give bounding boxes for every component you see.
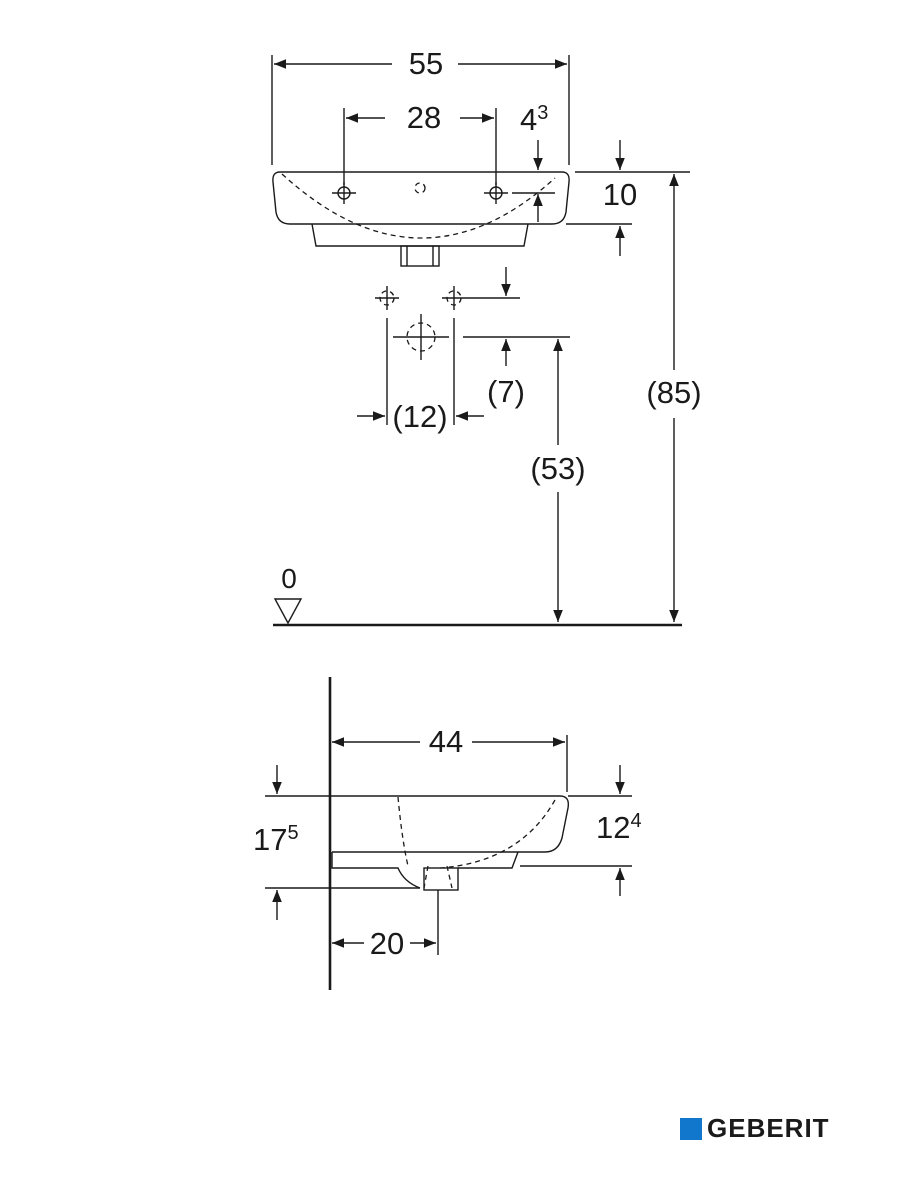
waste-point bbox=[393, 314, 449, 360]
dim-pipe-offset: (7) bbox=[487, 374, 525, 409]
brand-logo: GEBERIT bbox=[680, 1113, 830, 1144]
floor-level-label: 0 bbox=[281, 563, 297, 594]
supply-point-right bbox=[442, 286, 466, 310]
dim-install-height: (85) bbox=[646, 375, 701, 410]
dim-rim-height: 10 bbox=[603, 177, 637, 212]
basin-side-outline bbox=[330, 795, 570, 853]
brand-logo-text: GEBERIT bbox=[707, 1113, 830, 1143]
dim-side-height: 175 bbox=[253, 822, 299, 857]
side-view: 44 175 124 20 bbox=[253, 677, 642, 990]
connection-points: (12) (7) (53) bbox=[357, 267, 586, 622]
bowl-hidden-line bbox=[281, 173, 556, 239]
dim-depth: 44 bbox=[429, 724, 463, 759]
dim-overall-width: 55 bbox=[409, 46, 443, 81]
dim-drain-distance: 20 bbox=[370, 926, 404, 961]
brand-logo-square bbox=[680, 1117, 702, 1140]
drain-outlet bbox=[400, 245, 440, 267]
dim-bowl-height: 124 bbox=[596, 810, 642, 845]
front-view: 55 28 43 10 (85) bbox=[271, 46, 702, 622]
floor-level: 0 bbox=[273, 563, 682, 627]
dim-tap-hole-spacing: 28 bbox=[407, 100, 441, 135]
supply-point-left bbox=[375, 286, 399, 310]
dim-drain-height: (53) bbox=[530, 451, 585, 486]
basin-pedestal-outline bbox=[311, 223, 529, 247]
dim-pipe-spacing: (12) bbox=[392, 399, 447, 434]
overflow-hole bbox=[414, 182, 426, 194]
tap-hole-left bbox=[332, 182, 356, 204]
dim-rim-offset: 43 bbox=[520, 102, 548, 137]
basin-front-outline bbox=[272, 171, 570, 225]
tap-hole-right bbox=[484, 182, 508, 204]
